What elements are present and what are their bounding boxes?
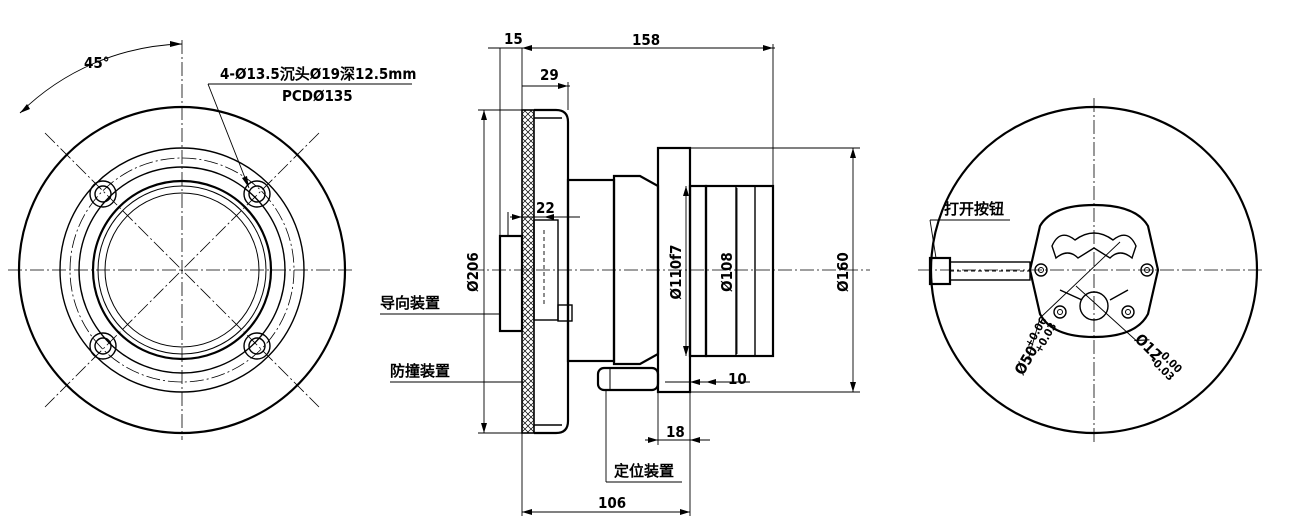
anticollision-device-label: 防撞装置: [390, 362, 450, 380]
dim-18: 18: [666, 423, 685, 441]
open-button-label: 打开按钮: [944, 200, 1004, 218]
side-view: 15 158 29 22 Ø206 Ø110f7 Ø108 Ø160: [380, 30, 870, 516]
dim-108: Ø108: [718, 252, 736, 292]
locating-device-label: 定位装置: [614, 462, 674, 480]
bolt-hole: [89, 180, 117, 208]
dim-158: 158: [632, 31, 660, 49]
bolt-hole: [243, 332, 271, 360]
bolt-hole: [243, 180, 271, 208]
dim-15: 15: [504, 30, 523, 48]
dim-206: Ø206: [464, 252, 482, 292]
dim-160: Ø160: [834, 252, 852, 292]
dim-10: 10: [728, 370, 747, 388]
bolt-hole: [89, 332, 117, 360]
hole-spec-label: 4-Ø13.5沉头Ø19深12.5mm: [220, 65, 416, 83]
front-view: 45° 4-Ø13.5沉头Ø19深12.5mm PCDØ135: [8, 40, 416, 440]
rear-view: 打开按钮 Ø50 +0.06 +0.03 Ø12 -0.00 -0.03: [918, 98, 1262, 445]
dim-106: 106: [598, 494, 626, 512]
guide-device-label: 导向装置: [380, 294, 440, 312]
dim-110f7: Ø110f7: [667, 245, 685, 300]
dim-22: 22: [536, 199, 555, 217]
angle-label: 45°: [84, 54, 110, 72]
dia50-label: Ø50 +0.06 +0.03: [1011, 315, 1060, 378]
pcd-label: PCDØ135: [282, 87, 353, 105]
dim-29: 29: [540, 66, 559, 84]
dia12-label: Ø12 -0.00 -0.03: [1131, 330, 1184, 383]
